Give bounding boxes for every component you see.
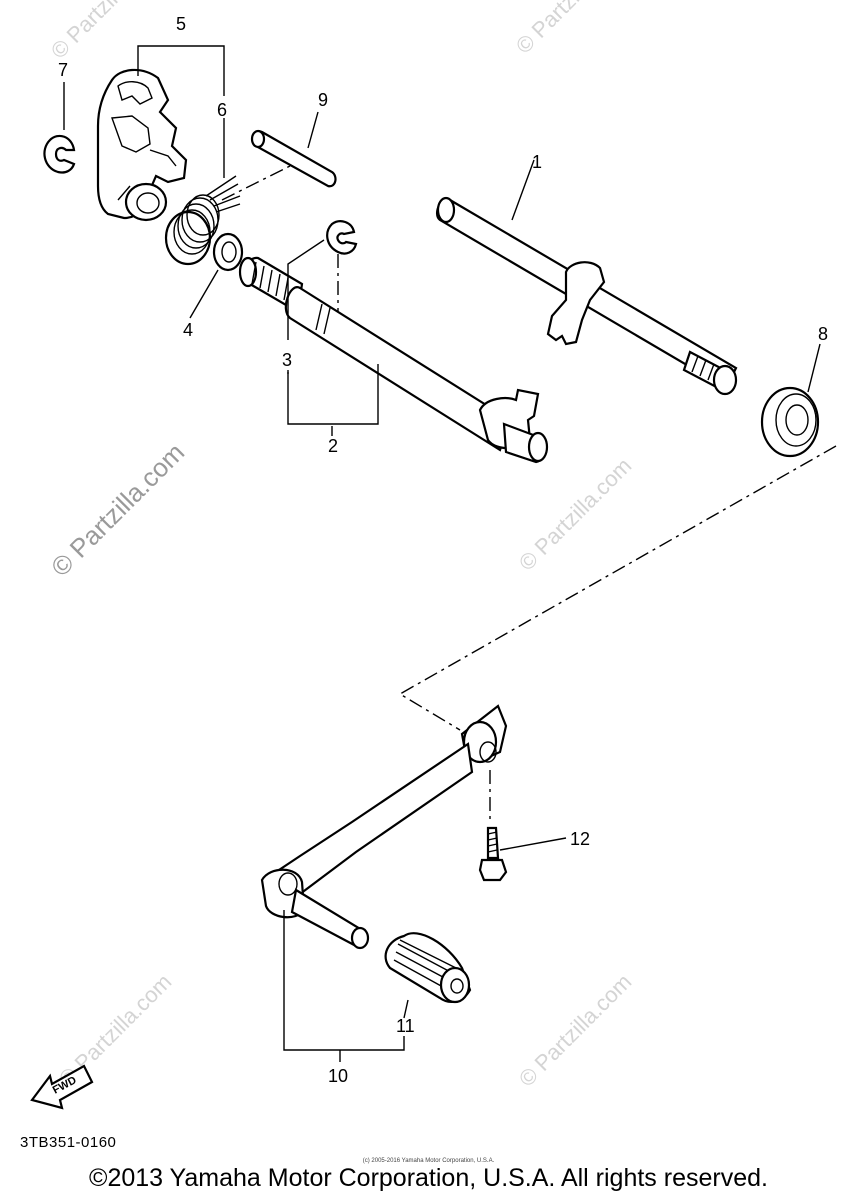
callout-2: 2 [328,436,338,456]
callout-10: 10 [328,1066,348,1086]
callout-1: 1 [532,152,542,172]
copyright-footer: ©2013 Yamaha Motor Corporation, U.S.A. A… [89,1164,768,1192]
part-12-bolt [478,826,508,882]
watermark: © Partzilla.com [46,0,169,64]
small-copyright-notice: (c) 2005-2016 Yamaha Motor Corporation, … [362,1158,495,1164]
part-5-shift-arm [96,68,188,222]
part-8-oil-seal [760,386,820,458]
watermark: © Partzilla.com [514,453,637,576]
part-7-circlip [43,134,76,174]
part-6-torsion-spring [164,175,241,266]
callout-11: 11 [396,1016,415,1036]
callout-12: 12 [570,829,590,849]
watermark: © Partzilla.com [511,0,634,59]
part-4-washer [212,232,244,272]
diagram-code: 3TB351-0160 [20,1134,117,1151]
callout-5: 5 [176,14,186,34]
fwd-arrow-icon: FWD [30,1064,94,1110]
callout-3: 3 [282,350,292,370]
callout-4: 4 [183,320,193,340]
watermark: © Partzilla.com [514,969,637,1092]
callout-8: 8 [818,324,828,344]
callout-9: 9 [318,90,328,110]
callout-6: 6 [217,100,227,120]
part-9-pin [250,129,337,188]
part-11-pedal-rubber [384,932,472,1004]
watermark: © Partzilla.com [45,437,190,582]
part-3-circlip [326,220,358,255]
part-2-shift-shaft [238,256,549,464]
part-1-shift-shaft [435,196,738,396]
part-10-shift-pedal [260,704,508,950]
leader-lines [63,45,821,1062]
callout-7: 7 [58,60,68,80]
callouts: 1 2 3 4 5 6 7 8 9 10 11 12 [58,14,828,1086]
